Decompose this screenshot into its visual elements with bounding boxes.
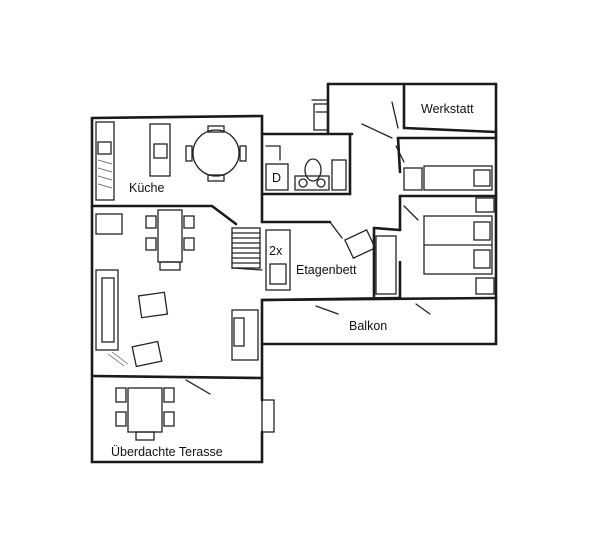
round-table	[192, 129, 240, 177]
armchair	[137, 291, 169, 319]
label-terasse: Überdachte Terasse	[111, 445, 223, 459]
living-room	[95, 209, 259, 368]
bunk-room	[265, 229, 397, 295]
toilet	[304, 158, 322, 182]
wardrobe	[375, 235, 397, 295]
terrace	[115, 387, 275, 441]
label-etagenbett: Etagenbett	[296, 263, 357, 277]
labels: Küche Werkstatt Etagenbett Balkon Überda…	[111, 102, 474, 459]
washbasin	[294, 175, 330, 191]
terrace-table	[127, 387, 163, 433]
dining-table	[157, 209, 183, 263]
bedrooms	[403, 165, 495, 295]
armchair	[131, 340, 163, 368]
sofa	[95, 269, 119, 351]
single-bed	[423, 165, 493, 191]
kitchen-sideboard	[149, 123, 171, 177]
label-bunk-count: 2x	[269, 244, 283, 258]
doors	[185, 99, 431, 395]
stairs	[231, 227, 263, 271]
label-balkon: Balkon	[349, 319, 387, 333]
bathroom	[265, 145, 347, 191]
label-werkstatt: Werkstatt	[421, 102, 474, 116]
kitchen	[95, 121, 247, 201]
kitchen-counter	[95, 121, 115, 201]
shower	[265, 163, 289, 191]
desk	[231, 309, 259, 361]
walls	[90, 82, 498, 464]
label-shower: D	[272, 171, 281, 185]
kitchen-sink	[97, 141, 112, 155]
armchair	[344, 229, 376, 259]
bunk-bed	[265, 229, 291, 291]
label-kueche: Küche	[129, 181, 164, 195]
